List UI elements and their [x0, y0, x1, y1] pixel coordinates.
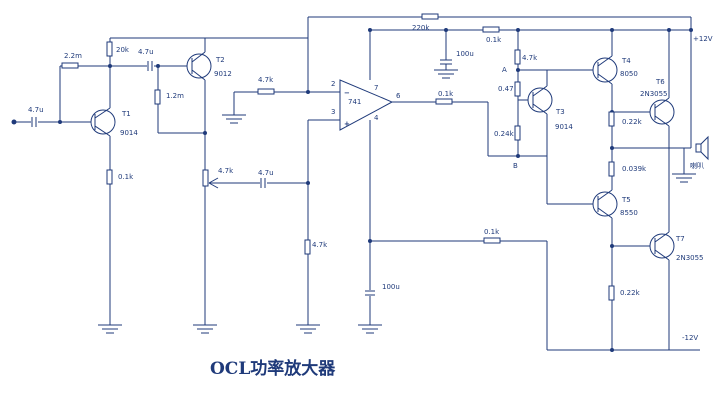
node-label: B	[513, 162, 518, 170]
transistor-ref: T4	[621, 57, 631, 65]
capacitors	[31, 59, 452, 296]
resistor-label: 0.1k	[484, 228, 500, 236]
resistor-r9	[435, 98, 453, 105]
capacitor-c5	[365, 290, 375, 296]
transistor-t7	[649, 231, 675, 261]
resistor-r13	[608, 111, 615, 127]
opamp-minus: −	[344, 89, 350, 97]
opamp-name: 741	[348, 98, 361, 106]
resistor-r12	[514, 125, 521, 141]
resistor-r10	[514, 49, 521, 65]
capacitor-label: 100u	[456, 50, 474, 58]
resistor-bodies	[61, 13, 615, 301]
speaker-icon	[695, 135, 709, 161]
resistor-label: 0.039k	[622, 165, 647, 173]
transistor-type: 2N3055	[676, 254, 704, 262]
transistor-ref: T3	[555, 108, 565, 116]
potentiometer-wiper	[208, 177, 219, 189]
opamp-741	[339, 79, 394, 131]
ground-5	[222, 114, 246, 124]
transistor-t1	[90, 107, 116, 137]
resistor-r14	[608, 161, 615, 177]
capacitor-label: 100u	[382, 283, 400, 291]
opamp-pin: 6	[396, 92, 401, 100]
transistor-ref: T5	[621, 196, 631, 204]
resistor-label: 220k	[412, 24, 430, 32]
transistor-type: 8050	[620, 70, 638, 78]
resistor-r1	[61, 62, 79, 69]
capacitor-c1	[31, 117, 38, 127]
transistor-t2	[186, 51, 212, 81]
capacitor-label: 4.7u	[138, 48, 154, 56]
supply-negative: -12V	[682, 334, 698, 342]
transistor-type: 9014	[120, 129, 138, 137]
resistor-pot	[202, 169, 209, 187]
resistor-r8	[482, 26, 500, 33]
opamp-pin: 2	[331, 80, 335, 88]
resistor-label: 0.22k	[620, 289, 641, 297]
capacitor-c4	[440, 59, 452, 70]
resistor-r2	[106, 41, 113, 57]
opamp-plus: +	[344, 120, 350, 128]
transistor-ref: T6	[655, 78, 665, 86]
resistor-label: 0.24k	[494, 130, 515, 138]
opamp-pin: 4	[374, 114, 379, 122]
resistor-r5	[257, 88, 275, 95]
transistor-ref: T2	[215, 56, 225, 64]
transistor-t6	[649, 97, 675, 127]
capacitor-c2	[147, 61, 154, 71]
resistor-label: 0.1k	[438, 90, 454, 98]
resistor-r11	[514, 81, 521, 97]
resistor-label: 2.2m	[64, 52, 82, 60]
resistor-label: 20k	[116, 46, 130, 54]
supply-positive: +12V	[693, 35, 713, 43]
capacitor-label: 4.7u	[28, 106, 44, 114]
node-label: A	[502, 66, 507, 74]
input-terminal	[11, 119, 17, 125]
ground-4	[358, 324, 382, 334]
ground-3	[296, 324, 320, 334]
transistor-type: 2N3055	[640, 90, 668, 98]
resistor-r7	[421, 13, 439, 20]
ground-7	[672, 173, 696, 183]
transistor-t3	[527, 85, 553, 115]
transistor-type: 9014	[555, 123, 573, 131]
labels: 2.2m 20k 1.2m 0.1k 4.7k 4.7k 220k 0.1k 0…	[28, 24, 713, 379]
opamp-pin: 3	[331, 108, 335, 116]
resistor-label: 0.1k	[118, 173, 134, 181]
resistor-label: 4.7k	[522, 54, 538, 62]
transistor-type: 8550	[620, 209, 638, 217]
resistor-r3	[154, 89, 161, 105]
resistor-r16	[483, 237, 501, 244]
resistor-label: 4.7k	[312, 241, 328, 249]
schematic-title: OCL功率放大器	[210, 358, 336, 379]
resistor-label: 4.7k	[258, 76, 274, 84]
ground-1	[98, 324, 122, 334]
resistor-r15	[608, 285, 615, 301]
speaker-label: 喇叭	[690, 161, 704, 170]
ground-2	[193, 324, 217, 334]
resistor-r6	[304, 239, 311, 255]
resistor-label: 0.47	[498, 85, 514, 93]
capacitor-c3	[260, 178, 267, 188]
ground-6	[434, 69, 458, 79]
resistor-r4	[106, 169, 113, 185]
capacitor-label: 4.7u	[258, 169, 274, 177]
resistor-label: 4.7k	[218, 167, 234, 175]
transistor-ref: T1	[121, 110, 131, 118]
transistor-t4	[592, 55, 618, 85]
transistor-type: 9012	[214, 70, 232, 78]
transistor-ref: T7	[675, 235, 685, 243]
transistor-t5	[592, 189, 618, 219]
resistor-label: 0.22k	[622, 118, 643, 126]
grounds	[98, 69, 696, 334]
opamp-pin: 7	[374, 84, 378, 92]
resistor-label: 0.1k	[486, 36, 502, 44]
resistor-label: 1.2m	[166, 92, 184, 100]
